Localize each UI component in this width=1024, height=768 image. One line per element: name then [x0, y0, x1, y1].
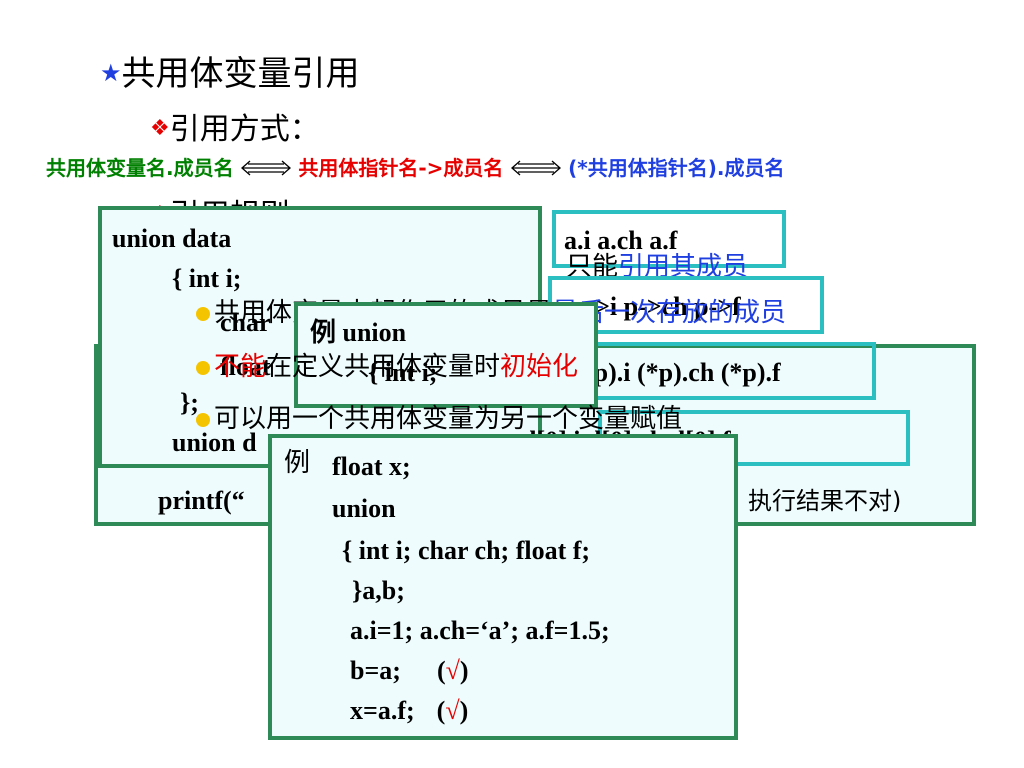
rule-text: 可以用一个共用体变量为另一个变量赋值: [214, 404, 683, 434]
code-line: char: [220, 308, 271, 337]
code-line: b=a;(√): [350, 656, 469, 685]
double-arrow-icon: [240, 160, 291, 176]
code-line: { int i; char ch; float f;: [342, 536, 591, 565]
rule-no-init: 不能在定义共用体变量时初始化: [196, 346, 578, 383]
check-mark: √: [445, 656, 460, 685]
printf-result-note: 执行结果不对): [748, 487, 902, 515]
code-line: float: [220, 352, 271, 381]
ref-ways-line: 共用体变量名.成员名 共用体指针名->成员名 (*共用体指针名).成员名: [46, 152, 784, 181]
code-line: union data: [112, 224, 232, 253]
code-text: b=a;: [350, 656, 401, 685]
rule-text-red: 初始化: [500, 352, 579, 382]
code-line: }a,b;: [352, 576, 405, 605]
deref-access-box: (*p).i (*p).ch (*p).f: [548, 342, 876, 400]
assign-example-box: 例 float x; union { int i; char ch; float…: [268, 434, 738, 740]
code-line: { int i;: [368, 358, 438, 387]
deref-access-text: (*p).i (*p).ch (*p).f: [572, 358, 781, 387]
code-line: union d: [172, 428, 257, 457]
code-line: union: [332, 494, 396, 523]
star-icon: ★: [100, 59, 122, 87]
code-text: x=a.f;: [350, 696, 415, 725]
subheading-ref-method: ❖引用方式：: [150, 104, 320, 148]
bullet-dot-icon: [196, 306, 210, 321]
section-heading: ★共用体变量引用: [100, 46, 360, 95]
example-label: 例: [284, 448, 311, 478]
diamond-bullet-icon: ❖: [150, 116, 170, 141]
code-line: 例 union: [310, 318, 407, 347]
rule-text: 在定义共用体变量时: [266, 352, 501, 382]
heading-title: 共用体变量引用: [121, 54, 360, 94]
bullet-dot-icon: [196, 412, 210, 427]
code-line: };: [180, 388, 199, 417]
member-access-text: a.i a.ch a.f: [564, 226, 678, 255]
double-arrow-icon: [510, 160, 561, 176]
way-deref-access: (*共用体指针名).成员名: [568, 156, 785, 180]
code-line: { int i;: [172, 264, 242, 293]
rule-text-red: 不能: [214, 352, 267, 382]
printf-line: printf(“: [158, 486, 245, 515]
rule-assign: 可以用一个共用体变量为另一个变量赋值: [196, 398, 682, 435]
union-example-small-box: 例 union { int i;: [294, 302, 598, 408]
way-member-access: 共用体变量名.成员名: [46, 156, 234, 180]
member-access-box: a.i a.ch a.f: [552, 210, 786, 268]
bullet-dot-icon: [196, 360, 210, 375]
code-line: float x;: [332, 452, 411, 481]
code-line: x=a.f;(√): [350, 696, 469, 725]
check-mark: √: [445, 696, 460, 725]
way-pointer-access: 共用体指针名->成员名: [298, 156, 504, 180]
pointer-access-text: p->i p->ch p->f: [572, 292, 741, 321]
subheading-text: 引用方式：: [169, 112, 320, 147]
code-line: a.i=1; a.ch=‘a’; a.f=1.5;: [350, 616, 610, 645]
